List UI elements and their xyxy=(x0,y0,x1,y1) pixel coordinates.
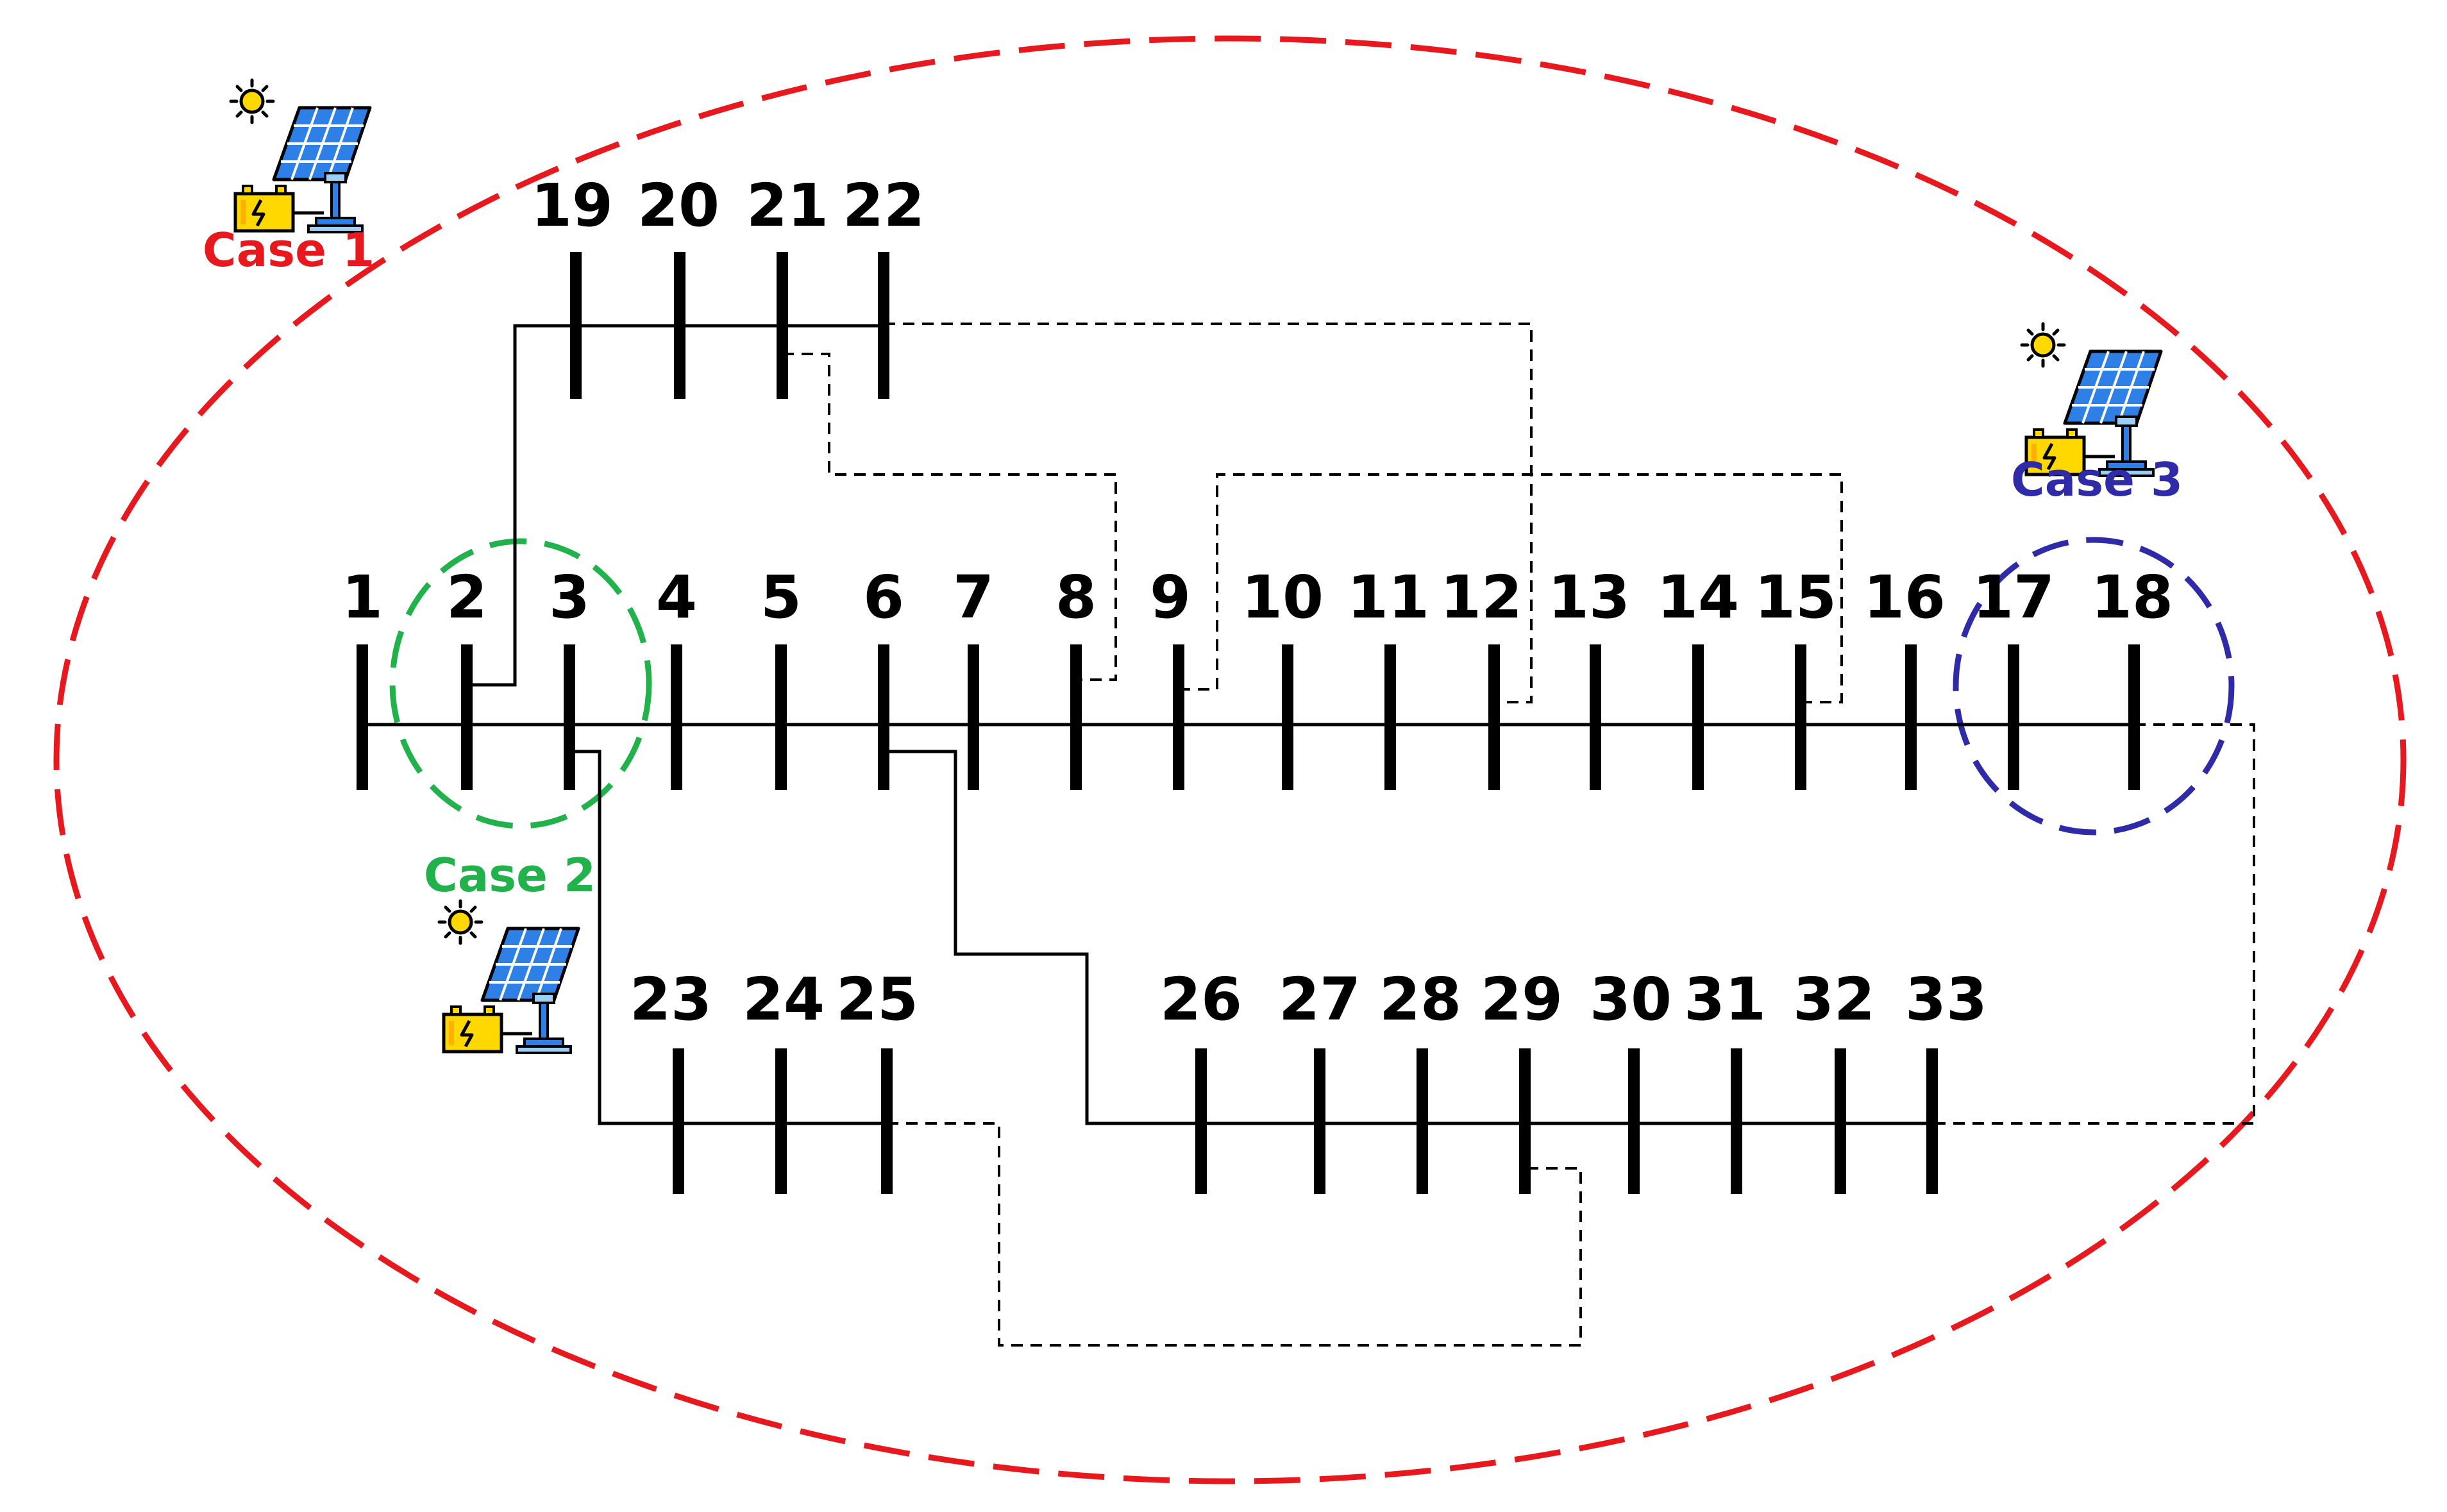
tie-12-22-line xyxy=(884,323,1533,703)
bus-label-26: 26 xyxy=(1160,965,1242,1034)
bus-label-13: 13 xyxy=(1548,563,1630,632)
tie-9-15-line xyxy=(1179,473,1843,703)
tie-25-29-line xyxy=(887,1122,1582,1347)
bus-label-30: 30 xyxy=(1590,965,1672,1034)
bus-label-3: 3 xyxy=(549,563,590,632)
bus-label-29: 29 xyxy=(1481,965,1563,1034)
case1-label: Case 1 xyxy=(203,223,374,277)
bus-label-27: 27 xyxy=(1279,965,1361,1034)
case2-label: Case 2 xyxy=(424,848,596,902)
bus-label-14: 14 xyxy=(1657,563,1739,632)
bus-label-5: 5 xyxy=(761,563,802,632)
branch-6-26-line xyxy=(884,750,1932,1125)
tie-18-33-line xyxy=(1932,723,2255,1125)
branch-3-23-line xyxy=(569,750,887,1125)
bus-label-31: 31 xyxy=(1684,965,1766,1034)
bus-label-9: 9 xyxy=(1150,563,1191,632)
bus-label-23: 23 xyxy=(630,965,712,1034)
bus-label-15: 15 xyxy=(1754,563,1837,632)
bus-label-10: 10 xyxy=(1241,563,1324,632)
bus-label-1: 1 xyxy=(342,563,383,632)
case1-boundary xyxy=(53,35,2407,1484)
tie-8-21-line xyxy=(782,353,1117,681)
bus-label-22: 22 xyxy=(843,171,925,240)
bus-label-18: 18 xyxy=(2091,563,2173,632)
solar-panel-battery-icon xyxy=(231,80,370,232)
bus-label-17: 17 xyxy=(1972,563,2055,632)
bus-label-33: 33 xyxy=(1905,965,1987,1034)
bus-label-8: 8 xyxy=(1055,563,1097,632)
case3-label: Case 3 xyxy=(2011,453,2183,507)
bus-label-19: 19 xyxy=(531,171,613,240)
case2-boundary xyxy=(389,538,652,829)
bus-label-32: 32 xyxy=(1793,965,1875,1034)
bus-label-25: 25 xyxy=(836,965,918,1034)
bus-label-4: 4 xyxy=(656,563,697,632)
branch-2-19-line xyxy=(467,324,884,687)
bus-label-21: 21 xyxy=(746,171,828,240)
case3-boundary xyxy=(1953,537,2235,836)
bus-label-24: 24 xyxy=(743,965,825,1034)
bus-label-2: 2 xyxy=(446,563,487,632)
bus-label-11: 11 xyxy=(1347,563,1429,632)
bus-label-20: 20 xyxy=(637,171,719,240)
bus-label-12: 12 xyxy=(1440,563,1522,632)
bus-label-6: 6 xyxy=(863,563,904,632)
bus-label-16: 16 xyxy=(1863,563,1946,632)
bus-label-7: 7 xyxy=(953,563,994,632)
bus-label-28: 28 xyxy=(1379,965,1461,1034)
solar-panel-battery-icon xyxy=(439,901,578,1053)
